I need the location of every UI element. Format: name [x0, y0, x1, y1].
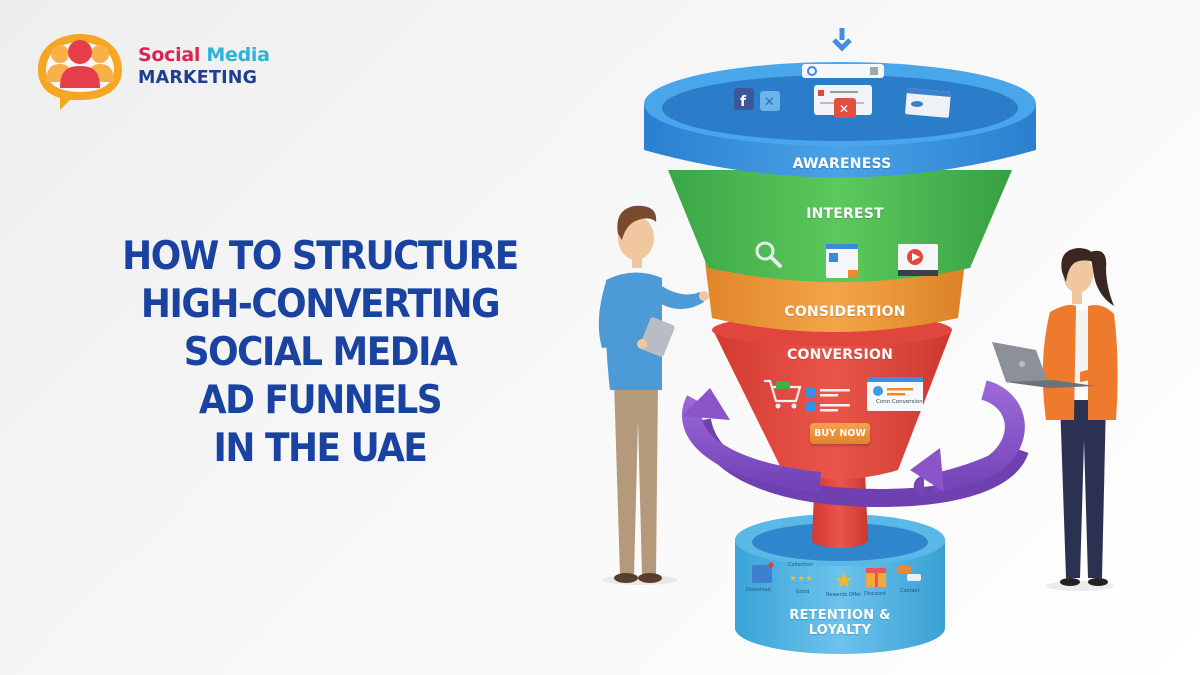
logo-word-media: Media	[206, 44, 270, 66]
stage-conversion-label: CONVERSION	[787, 347, 893, 363]
brand-logo[interactable]: Social Media MARKETING	[30, 30, 290, 110]
title-line-2: HIGH-CONVERTING	[140, 282, 501, 327]
retention-icons: ★★★ ★	[752, 562, 921, 594]
svg-text:★: ★	[834, 569, 854, 594]
stage-awareness-label: AWARENESS	[792, 156, 892, 172]
title-line-4: AD FUNNELS	[198, 378, 443, 423]
loop-arrow-icon	[682, 380, 1025, 496]
funnel-illustration: f ✕ ✕	[580, 0, 1200, 675]
retention-caption-good: Good	[796, 589, 810, 595]
conversion-card-text: Conn Conversion	[876, 399, 923, 405]
logo-word-marketing: MARKETING	[138, 68, 258, 88]
title-line-3: SOCIAL MEDIA	[183, 330, 458, 375]
svg-text:✕: ✕	[764, 95, 775, 110]
logo-word-social: Social	[138, 44, 201, 66]
stage-retention-label: RETENTION & LOYALTY	[789, 608, 891, 638]
svg-text:f: f	[740, 94, 747, 110]
retention-caption-discount: Discount	[864, 591, 886, 597]
awareness-icons: f ✕ ✕	[734, 28, 952, 118]
stage-consideration-label: CONSIDERTION	[784, 304, 906, 320]
woman-with-laptop-figure	[992, 248, 1118, 591]
page-title: HOW TO STRUCTURE HIGH-CONVERTING SOCIAL …	[62, 233, 577, 473]
svg-text:✕: ✕	[839, 102, 849, 116]
stage-interest-label: INTEREST	[806, 206, 884, 222]
man-with-tablet-figure	[598, 205, 709, 585]
svg-text:★★★: ★★★	[789, 574, 813, 584]
buy-now-button[interactable]: BUY NOW	[810, 423, 870, 444]
retention-base	[735, 514, 945, 654]
conversion-icons	[764, 377, 923, 412]
retention-caption-rewards: Rewards Offer	[826, 592, 862, 598]
retention-caption-contact: Contact	[900, 588, 920, 594]
funnel-graphic: f ✕ ✕	[598, 28, 1118, 654]
interest-icons	[755, 241, 938, 278]
retention-caption-top: Collection	[788, 562, 813, 568]
community-chat-logo-icon	[38, 34, 122, 110]
title-line-5: IN THE UAE	[213, 426, 428, 471]
title-line-1: HOW TO STRUCTURE	[122, 234, 519, 279]
retention-caption-download: Download	[746, 587, 771, 593]
